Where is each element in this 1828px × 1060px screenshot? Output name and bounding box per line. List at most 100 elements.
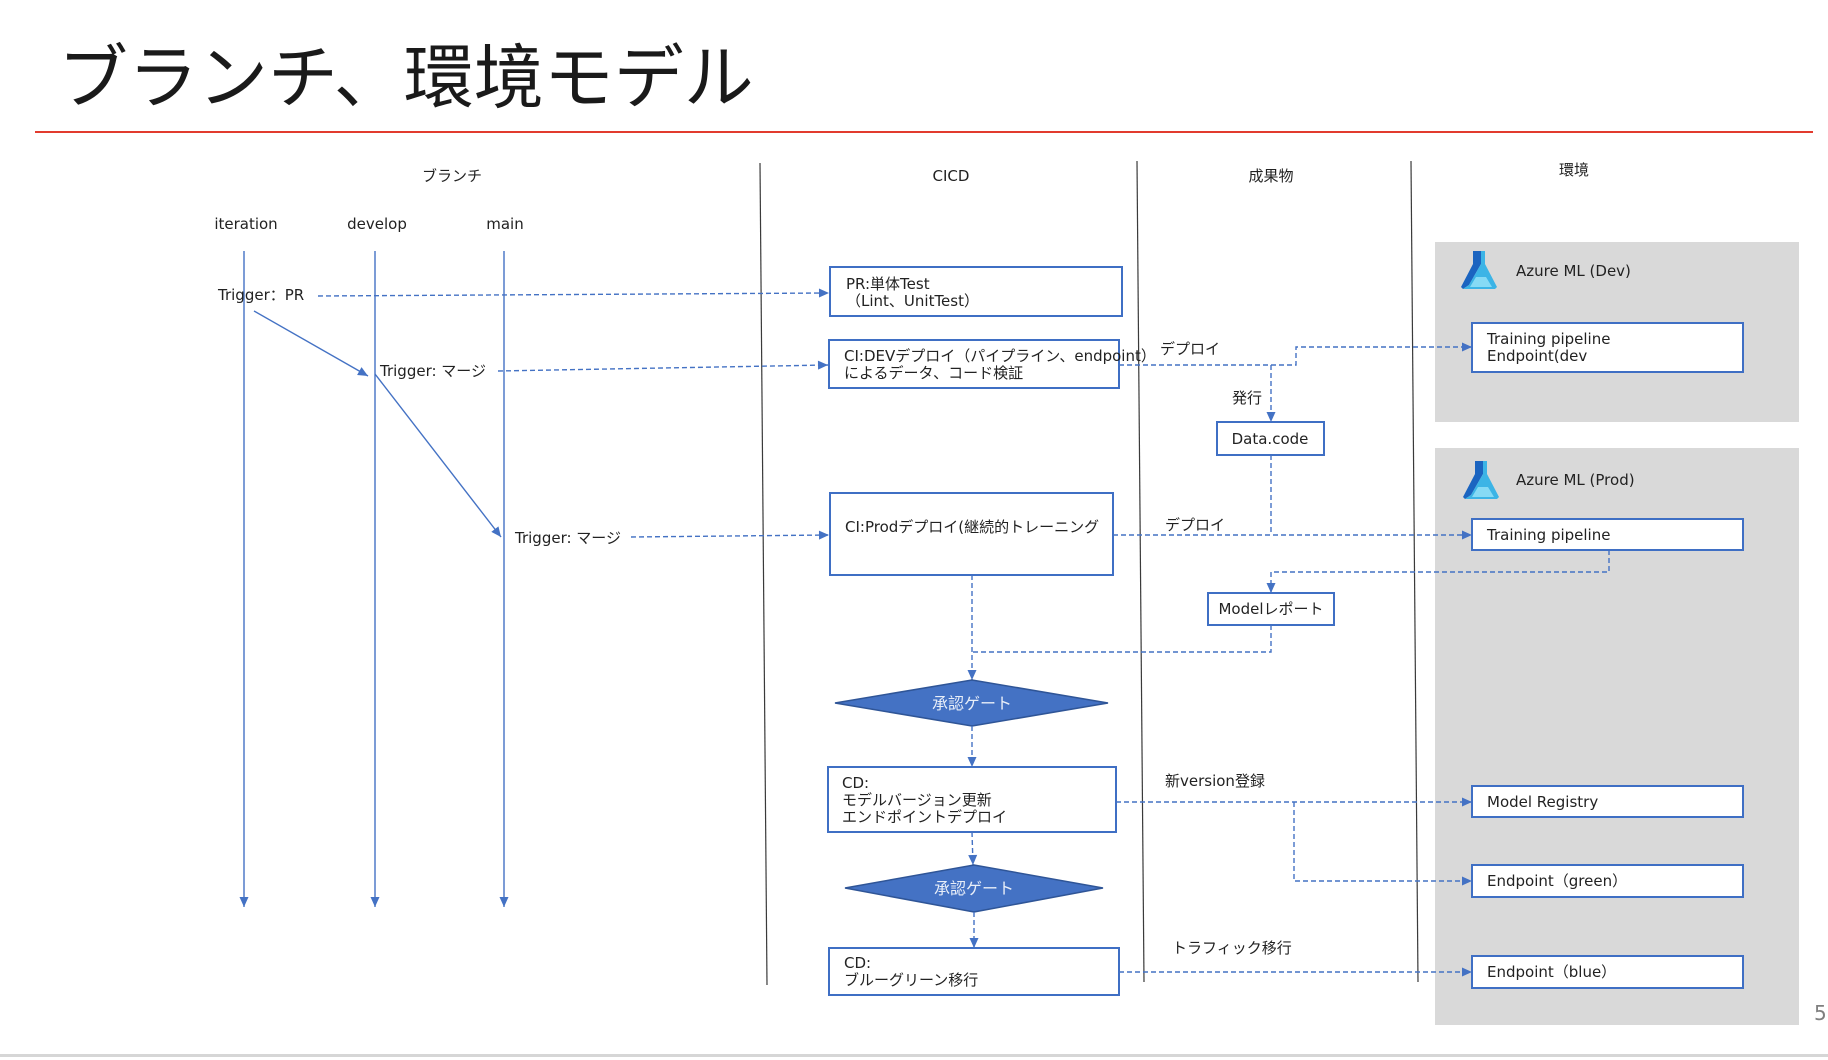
trigger-merge-main-label: Trigger: マージ (514, 529, 621, 547)
arrow-training-pipeline-to-model-report (1270, 550, 1610, 593)
connector-model-report-to-gate-1 (973, 625, 1272, 653)
data-code-artifact: Data.code (1216, 421, 1325, 456)
pr-unit-test-box-frame (829, 266, 1123, 317)
bottom-rule (0, 1054, 1828, 1057)
column-header-artifacts: 成果物 (1248, 167, 1293, 185)
azure-ml-icon (1463, 461, 1499, 499)
endpoint-green-box-frame (1471, 864, 1744, 898)
column-header-branch: ブランチ (422, 167, 482, 185)
trigger-pr-label: Trigger：PR (217, 286, 304, 304)
arrow-ci-dev-to-dev-resources (1119, 346, 1472, 366)
arrow-iteration-to-develop-arrowhead (357, 367, 368, 376)
branch-line-iteration-arrowhead (239, 897, 249, 907)
arrow-develop-to-main-arrowhead (491, 526, 501, 537)
cd-model-update-line-2: モデルバージョン更新 (842, 791, 992, 809)
cd-blue-green-line-2: ブルーグリーン移行 (844, 971, 978, 989)
ci-dev-deploy-line-2: によるデータ、コード検証 (844, 364, 1023, 382)
arrow-ci-dev-to-data-code-arrowhead (1266, 412, 1276, 422)
approval-gate-1-label: 承認ゲート (932, 694, 1012, 713)
arrow-cd-model-to-model-registry-arrowhead (1462, 797, 1472, 807)
model-report-artifact: Modelレポート (1207, 592, 1335, 626)
data-code-artifact-label: Data.code (1232, 430, 1309, 448)
arrow-cd-blue-green-to-endpoint-blue-arrowhead (1462, 967, 1472, 977)
cd-blue-green-box: CD: ブルーグリーン移行 (828, 947, 1120, 996)
approval-gate-2: 承認ゲート (844, 864, 1104, 913)
endpoint-green-label: Endpoint（green） (1487, 872, 1627, 890)
arrow-pr-to-unit-test (317, 292, 830, 297)
pr-unit-test-line-2: （Lint、UnitTest） (846, 292, 979, 310)
arrow-gate-1-to-cd-model-arrowhead (967, 757, 977, 767)
arrow-cd-model-to-gate-2-arrowhead (968, 854, 978, 865)
branch-line-develop-arrowhead (370, 897, 380, 907)
slide-title: ブランチ、環境モデル (58, 37, 754, 119)
endpoint-blue-box-frame (1471, 955, 1744, 989)
column-header-cicd: CICD (933, 167, 970, 185)
arrow-training-pipeline-to-model-report-arrowhead (1266, 583, 1276, 593)
arrow-main-to-ci-prod-arrowhead (818, 530, 829, 540)
edge-label-publish: 発行 (1232, 389, 1262, 407)
azure-ml-icon-left (1461, 251, 1481, 289)
column-divider-2 (1136, 160, 1145, 983)
model-registry-box: Model Registry (1471, 785, 1744, 818)
arrow-develop-to-main (374, 373, 502, 538)
edge-label-traffic-shift: トラフィック移行 (1172, 939, 1292, 957)
environment-prod-name: Azure ML (Prod) (1516, 471, 1635, 489)
model-registry-label: Model Registry (1487, 793, 1598, 811)
dev-resource-line-1: Training pipeline (1486, 330, 1610, 348)
branch-label-develop: develop (347, 215, 407, 233)
arrow-ci-prod-to-gate-1-arrowhead (967, 670, 977, 680)
endpoint-green-box: Endpoint（green） (1471, 864, 1744, 898)
approval-gate-2-label: 承認ゲート (934, 879, 1014, 898)
ci-prod-deploy-box: CI:Prodデプロイ(継続的トレーニング (829, 492, 1114, 576)
column-divider-1 (759, 162, 768, 986)
approval-gate-1: 承認ゲート (834, 679, 1109, 727)
page-number: 5 (1814, 1001, 1827, 1025)
branch-label-main: main (486, 215, 523, 233)
azure-ml-icon-liquid (1472, 487, 1494, 497)
environment-dev-name: Azure ML (Dev) (1516, 262, 1631, 280)
cd-model-update-box: CD: モデルバージョン更新 エンドポイントデプロイ (827, 766, 1117, 833)
dev-training-endpoint-box: Training pipeline Endpoint(dev (1471, 322, 1744, 373)
dev-training-endpoint-box-frame (1471, 322, 1744, 373)
arrow-develop-to-ci-dev-arrowhead (817, 360, 828, 370)
azure-ml-icon (1461, 251, 1497, 289)
arrow-main-to-ci-prod (630, 534, 830, 538)
endpoint-blue-box: Endpoint（blue） (1471, 955, 1744, 989)
column-header-environment: 環境 (1559, 161, 1589, 179)
arrow-pr-to-unit-test-arrowhead (818, 288, 829, 298)
arrow-develop-to-ci-dev (497, 364, 829, 372)
prod-training-pipeline-box: Training pipeline (1471, 518, 1744, 551)
pr-unit-test-line-1: PR:単体Test (846, 275, 930, 293)
ci-dev-deploy-line-1: CI:DEVデプロイ（パイプライン、endpoint） (844, 347, 1156, 365)
model-report-artifact-frame (1207, 592, 1335, 626)
model-registry-box-frame (1471, 785, 1744, 818)
pr-unit-test-box: PR:単体Test （Lint、UnitTest） (829, 266, 1123, 317)
cd-blue-green-line-1: CD: (844, 954, 871, 972)
prod-training-pipeline-label: Training pipeline (1486, 526, 1610, 544)
azure-ml-icon-liquid (1470, 277, 1492, 287)
ci-dev-deploy-box: CI:DEVデプロイ（パイプライン、endpoint） によるデータ、コード検証 (828, 339, 1156, 389)
cd-model-update-line-1: CD: (842, 774, 869, 792)
arrow-cd-model-to-endpoint-green-arrowhead (1462, 876, 1472, 886)
cd-blue-green-box-frame (828, 947, 1120, 996)
arrow-cd-model-to-endpoint-green (1293, 802, 1472, 882)
edge-label-register-version: 新version登録 (1165, 772, 1265, 790)
branch-label-iteration: iteration (214, 215, 277, 233)
arrow-ci-dev-to-dev-resources-arrowhead (1462, 342, 1472, 352)
ci-dev-deploy-box-frame (828, 339, 1120, 389)
branch-line-main-arrowhead (499, 897, 509, 907)
prod-training-pipeline-box-frame (1471, 518, 1744, 551)
azure-ml-icon-left (1463, 461, 1483, 499)
title-rule (35, 131, 1813, 133)
azure-ml-icon-right (1465, 461, 1499, 499)
approval-gate-2-diamond (844, 864, 1104, 913)
arrow-ci-prod-to-training-pipeline-arrowhead (1462, 530, 1472, 540)
approval-gate-1-diamond (834, 679, 1109, 727)
cd-model-update-line-3: エンドポイントデプロイ (842, 808, 1007, 826)
model-report-artifact-label: Modelレポート (1218, 600, 1323, 618)
dev-resource-line-2: Endpoint(dev (1487, 347, 1587, 365)
arrow-gate-2-to-cd-blue-green-arrowhead (969, 938, 979, 948)
azure-ml-icon-right (1463, 251, 1497, 289)
edge-label-deploy-dev: デプロイ (1160, 340, 1220, 358)
